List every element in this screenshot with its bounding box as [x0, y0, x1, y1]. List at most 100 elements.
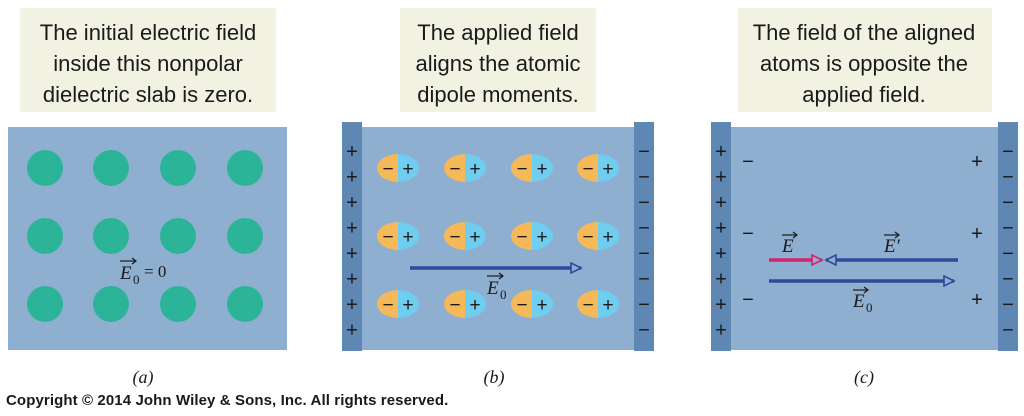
- positive-plate-c: [711, 122, 731, 351]
- plate-minus-sign: −: [1002, 192, 1014, 214]
- plate-plus-sign: +: [346, 167, 358, 189]
- dipole-minus-sign: −: [516, 227, 527, 248]
- dipole: −+: [377, 290, 419, 318]
- field-equals-zero: = 0: [144, 262, 166, 281]
- dipole: −+: [377, 222, 419, 250]
- plate-minus-sign: −: [638, 167, 650, 189]
- dipole-negative-half: [444, 222, 465, 250]
- surface-minus-sign: −: [742, 151, 754, 173]
- dipole-negative-half: [444, 154, 465, 182]
- dipole: −+: [444, 290, 486, 318]
- dipole-negative-half: [377, 290, 398, 318]
- dipole-minus-sign: −: [382, 227, 393, 248]
- atoms-a: [27, 150, 263, 322]
- dipole: −+: [511, 222, 553, 250]
- atom: [160, 218, 196, 254]
- plate-plus-sign: +: [715, 243, 727, 265]
- caption-box-c: [738, 8, 992, 112]
- plate-minus-sign: −: [1002, 320, 1014, 342]
- dipole-negative-half: [444, 290, 465, 318]
- dipole-plus-sign: +: [402, 295, 413, 316]
- dipole-minus-sign: −: [582, 227, 593, 248]
- plate-plus-sign: +: [715, 192, 727, 214]
- dipole-minus-sign: −: [449, 159, 460, 180]
- dipole-minus-sign: −: [582, 295, 593, 316]
- positive-plate-b: [342, 122, 362, 351]
- plate-plus-sign: +: [346, 141, 358, 163]
- vector-arrow-head: [498, 272, 504, 280]
- plate-minus-sign: −: [638, 243, 650, 265]
- dipole: −+: [577, 290, 619, 318]
- dipole: −+: [444, 154, 486, 182]
- dipole: −+: [444, 222, 486, 250]
- atom: [227, 150, 263, 186]
- panel-label-c: (c): [854, 367, 874, 388]
- dipole-positive-half: [598, 222, 619, 250]
- atom: [27, 286, 63, 322]
- dipole-minus-sign: −: [449, 295, 460, 316]
- plate-minus-sign: −: [638, 218, 650, 240]
- panel-label-b: (b): [484, 367, 505, 388]
- dipole: −+: [377, 154, 419, 182]
- plate-plus-sign: +: [715, 167, 727, 189]
- plate-plus-sign: +: [715, 141, 727, 163]
- caption-box-b: [400, 8, 596, 112]
- dielectric-slab-c: [731, 127, 998, 350]
- plate-minus-sign: −: [1002, 269, 1014, 291]
- plate-plus-sign: +: [346, 320, 358, 342]
- atom: [93, 286, 129, 322]
- field-subscript-a: 0: [133, 272, 140, 287]
- caption-b-line-2: aligns the atomic: [415, 51, 580, 76]
- surface-minus-sign: −: [742, 289, 754, 311]
- dipole-plus-sign: +: [402, 159, 413, 180]
- plate-plus-sign: +: [715, 320, 727, 342]
- atom: [27, 218, 63, 254]
- atom: [160, 150, 196, 186]
- dipole: −+: [511, 290, 553, 318]
- dipole-plus-sign: +: [402, 227, 413, 248]
- vector-arrow-head: [894, 231, 900, 239]
- panel-label-a: (a): [133, 367, 154, 388]
- plate-plus-sign: +: [346, 269, 358, 291]
- dipole-plus-sign: +: [602, 295, 613, 316]
- dipole-negative-half: [377, 154, 398, 182]
- applied-field-subscript-c: 0: [866, 300, 873, 315]
- dipole-plus-sign: +: [602, 227, 613, 248]
- plate-plus-sign: +: [346, 218, 358, 240]
- plate-minus-sign: −: [1002, 218, 1014, 240]
- panel-b: The applied field aligns the atomic dipo…: [342, 8, 654, 388]
- surface-plus-sign: +: [971, 223, 983, 245]
- panel-a: The initial electric field inside this n…: [8, 8, 287, 388]
- dipole-positive-half: [398, 154, 419, 182]
- dipole-minus-sign: −: [582, 159, 593, 180]
- dipole-positive-half: [532, 222, 553, 250]
- panel-c: The field of the aligned atoms is opposi…: [711, 8, 1018, 388]
- field-subscript-b: 0: [500, 287, 507, 302]
- dipole-plus-sign: +: [469, 295, 480, 316]
- plate-minus-sign: −: [1002, 141, 1014, 163]
- dipole-minus-sign: −: [382, 159, 393, 180]
- atom: [27, 150, 63, 186]
- applied-field-symbol-c: E: [852, 291, 865, 312]
- net-field-symbol: E: [781, 236, 794, 257]
- dipole-positive-half: [465, 290, 486, 318]
- vector-arrow-head: [863, 286, 869, 294]
- dipole: −+: [577, 222, 619, 250]
- negative-plate-c: [998, 122, 1018, 351]
- dipole-negative-half: [511, 290, 532, 318]
- caption-c-line-1: The field of the aligned: [753, 20, 976, 45]
- field-symbol-a: E: [119, 263, 132, 284]
- atom: [93, 218, 129, 254]
- plate-plus-sign: +: [715, 294, 727, 316]
- dipole-negative-half: [577, 290, 598, 318]
- plate-charges-positive-c: ++++++++: [715, 141, 727, 342]
- dipole-positive-half: [532, 154, 553, 182]
- induced-field-symbol: E′: [883, 236, 901, 257]
- plate-plus-sign: +: [346, 294, 358, 316]
- dipole-negative-half: [511, 154, 532, 182]
- caption-box-a: [20, 8, 276, 112]
- plate-charges-negative-b: −−−−−−−−: [638, 141, 650, 342]
- plate-minus-sign: −: [1002, 167, 1014, 189]
- aligned-dipoles-b: −+−+−+−+−+−+−+−+−+−+−+−+: [377, 154, 619, 318]
- dipole-plus-sign: +: [536, 295, 547, 316]
